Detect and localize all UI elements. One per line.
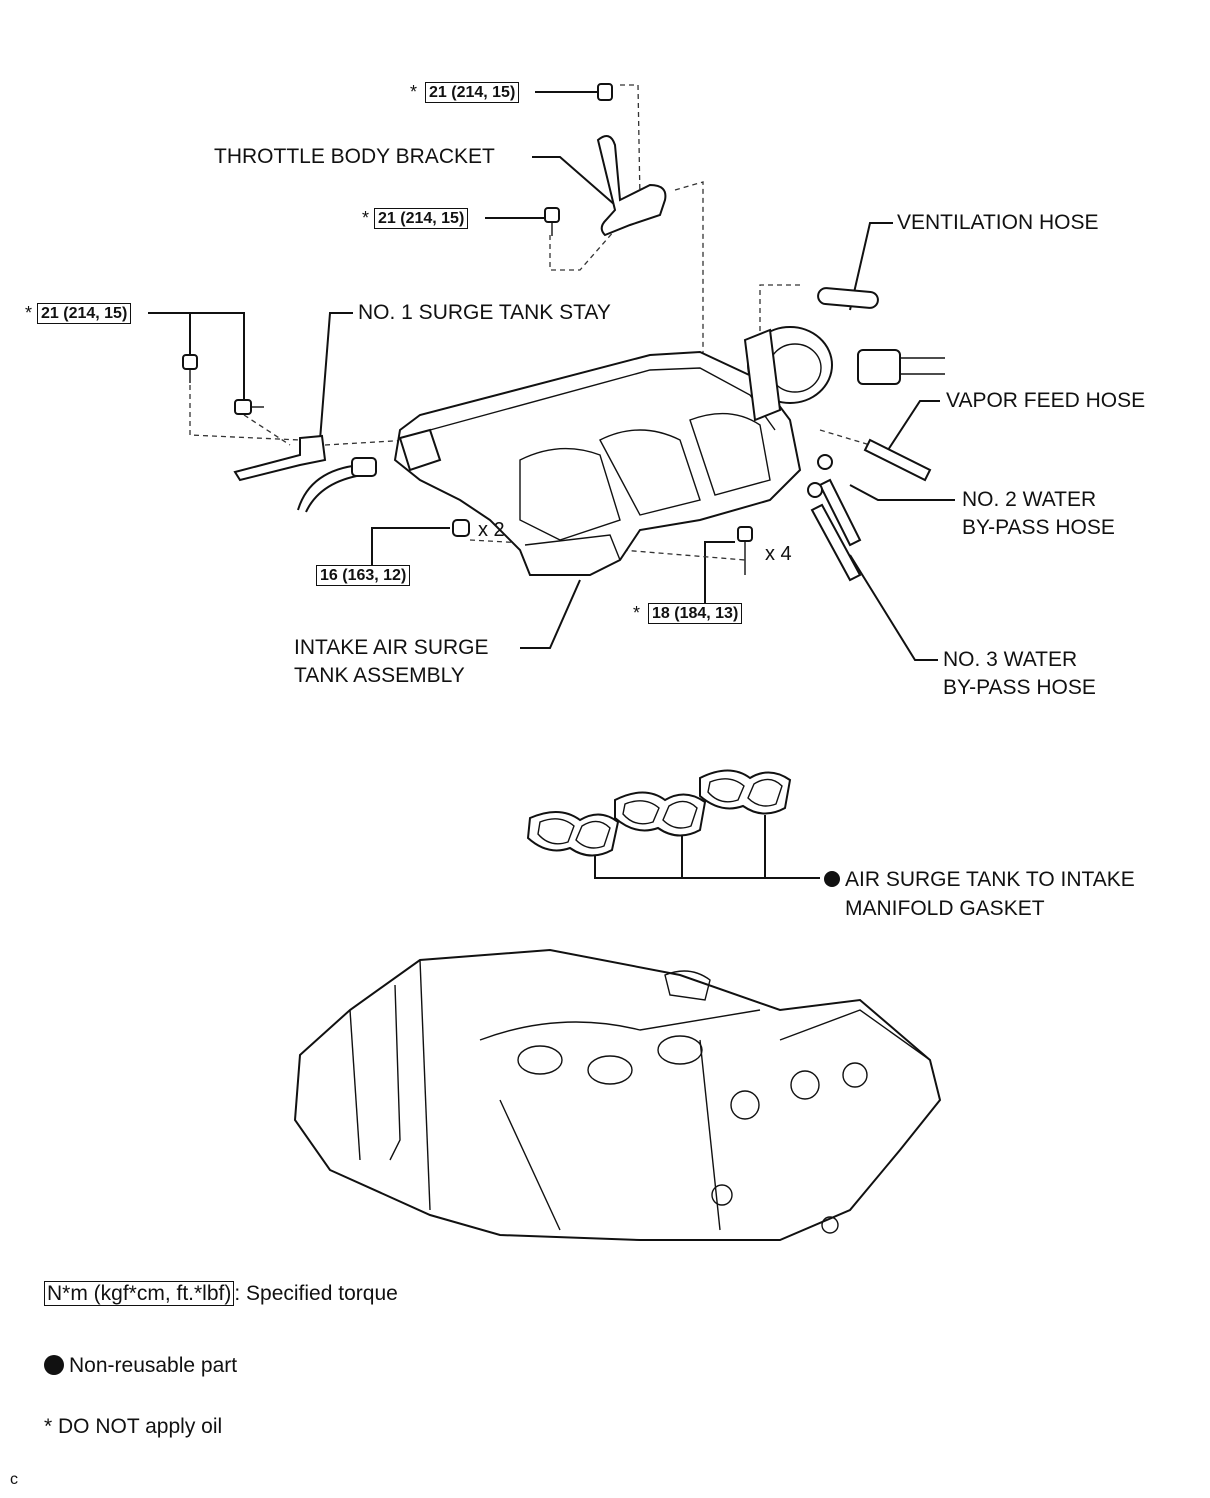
no-oil-star: *: [410, 82, 418, 102]
label-gasket-2: MANIFOLD GASKET: [845, 897, 1045, 920]
label-no3-water-bypass-hose-1: NO. 3 WATER: [943, 648, 1078, 671]
label-gasket-1: AIR SURGE TANK TO INTAKE: [824, 866, 1135, 894]
bolts: [182, 83, 753, 575]
leader-lines: [148, 91, 955, 879]
label-no2-water-bypass-hose-2: BY-PASS HOSE: [962, 516, 1115, 539]
quantity-x2: x 2: [478, 519, 505, 541]
surge-tank-stay: [233, 434, 327, 482]
torque-box-top-bolt: 21 (214, 15): [425, 82, 520, 103]
label-no3-water-bypass-hose-2: BY-PASS HOSE: [943, 676, 1096, 699]
intake-air-surge-tank-drawing: [297, 326, 945, 576]
torque-box-stay-bolts: 21 (214, 15): [37, 303, 132, 324]
engine-block-drawing: [293, 948, 942, 1241]
legend-no-oil: * DO NOT apply oil: [44, 1415, 223, 1438]
legend-nonreusable: Non-reusable part: [44, 1352, 237, 1380]
no-oil-star: *: [633, 603, 641, 623]
corner-mark: c: [10, 1471, 18, 1488]
label-no1-surge-tank-stay: NO. 1 SURGE TANK STAY: [358, 301, 611, 324]
label-intake-air-surge-tank-1: INTAKE AIR SURGE: [294, 636, 489, 659]
torque-box-surge-tank-bolts: 18 (184, 13): [648, 603, 743, 624]
label-intake-air-surge-tank-2: TANK ASSEMBLY: [294, 664, 465, 687]
no-oil-star: *: [25, 303, 33, 323]
ventilation-hose: [817, 287, 879, 309]
label-vapor-feed-hose: VAPOR FEED HOSE: [946, 389, 1146, 412]
legend-torque-unit: N*m (kgf*cm, ft.*lbf): [44, 1281, 235, 1306]
legend-torque: N*m (kgf*cm, ft.*lbf): Specified torque: [44, 1280, 398, 1308]
torque-box-bracket-bolt: 21 (214, 15): [374, 208, 469, 229]
water-and-vapor-hoses: [807, 438, 932, 582]
label-no2-water-bypass-hose-1: NO. 2 WATER: [962, 488, 1097, 511]
legend-torque-desc: : Specified torque: [234, 1282, 398, 1305]
quantity-x4: x 4: [765, 543, 792, 565]
torque-box-nut: 16 (163, 12): [316, 565, 411, 586]
gasket-drawing: [526, 769, 792, 857]
label-ventilation-hose: VENTILATION HOSE: [897, 211, 1099, 234]
non-reusable-dot-icon: [44, 1355, 64, 1375]
throttle-body-bracket: [596, 135, 667, 237]
no-oil-star: *: [362, 208, 370, 228]
label-throttle-body-bracket: THROTTLE BODY BRACKET: [214, 145, 495, 168]
non-reusable-dot-icon: [824, 871, 840, 887]
